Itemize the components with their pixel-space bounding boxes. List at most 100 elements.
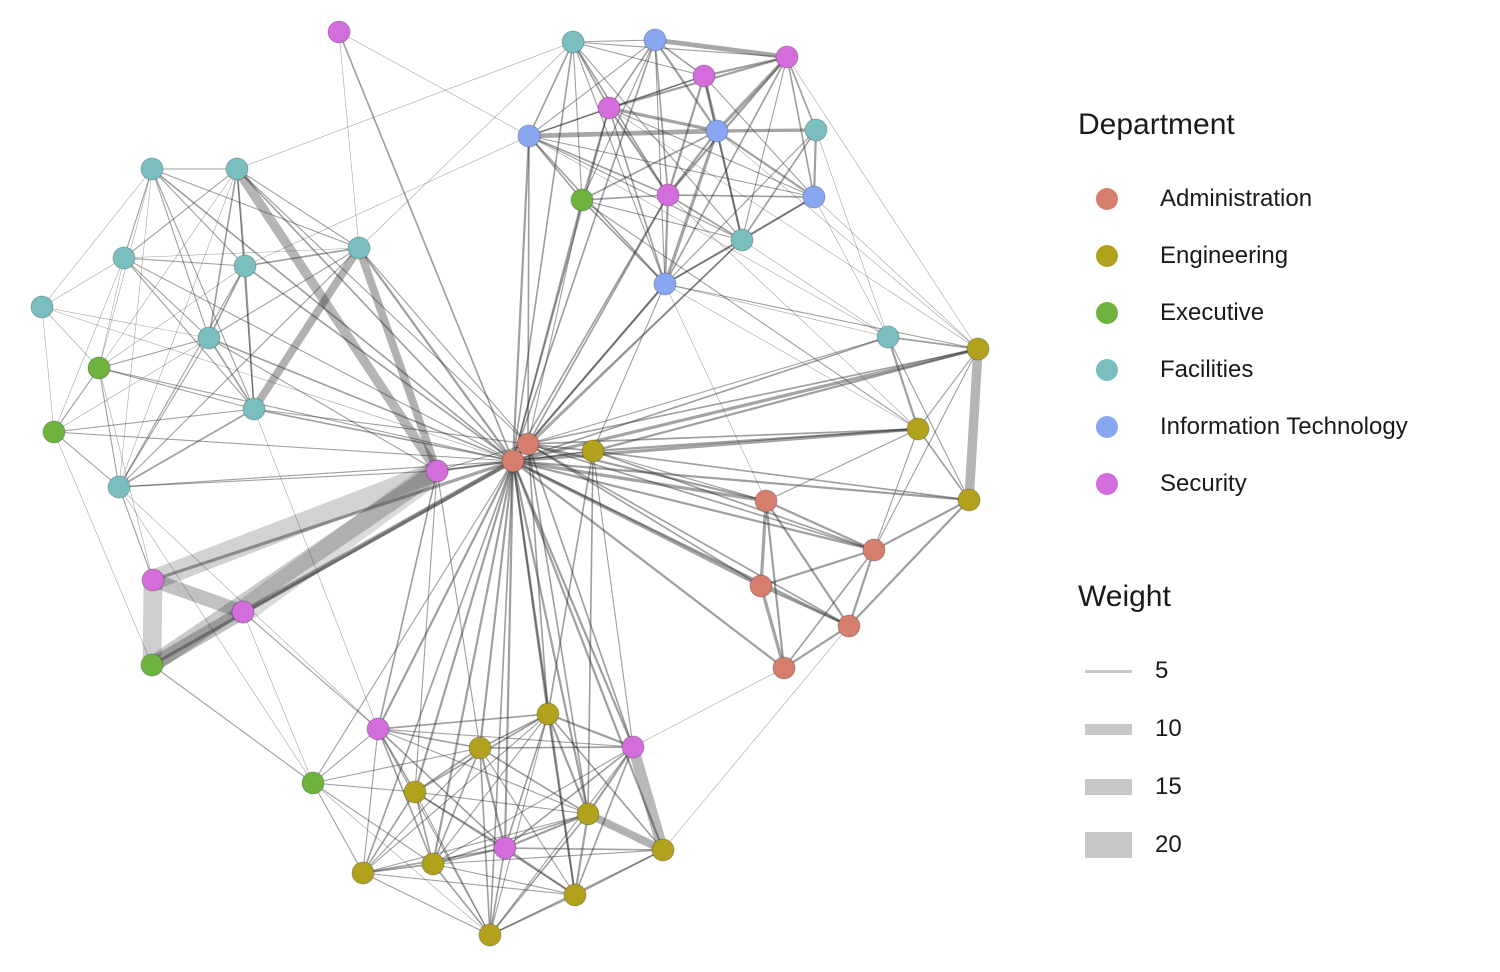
graph-edge [98,367,154,581]
graph-edge [786,56,817,131]
graph-node-engineering [421,852,445,876]
graph-edge [666,55,789,197]
graph-edge [504,746,634,849]
graph-edge [591,347,980,453]
graph-edge [432,713,549,865]
graph-edge [917,428,970,501]
graph-edge [312,782,434,865]
graph-edge [98,265,246,369]
graph-edge [572,39,656,43]
weight-5-swatch [1085,669,1132,673]
graph-node-engineering [957,488,981,512]
graph-edge [667,194,815,198]
graph-node-security [366,717,390,741]
graph-edge [358,41,574,249]
graph-edge [741,196,815,241]
graph-edge [414,470,438,793]
graph-edge [98,367,120,488]
graph-edge [362,747,481,874]
graph-edge [489,847,506,936]
legend-item-label: Facilities [1160,355,1254,383]
graph-edge [53,431,120,488]
graph-edge [362,872,491,936]
graph-edge [151,168,360,249]
weight-legend-title: Weight [1078,580,1171,613]
graph-edge [528,135,815,198]
graph-edge [573,812,590,897]
graph-edge [741,239,889,338]
graph-edge [511,427,920,463]
graph-edge [53,257,125,433]
graph-edge [479,747,576,896]
graph-node-facilities [233,254,257,278]
graph-edge [581,199,666,285]
graph-node-engineering [651,838,675,862]
graph-edge [527,348,979,445]
graph-edge [572,41,743,241]
graph-edge [591,427,920,453]
graph-edge [574,746,634,896]
graph-edge [528,135,669,196]
graph-edge [377,728,506,849]
graph-edge [654,39,669,196]
graph-edge [511,459,577,897]
graph-edge [362,460,514,874]
graph-edge [786,56,815,198]
graph-edge [527,194,669,445]
graph-edge [151,168,255,410]
graph-edge [584,810,667,854]
executive-color-dot [1096,301,1118,324]
graph-edge [759,499,768,588]
graph-edge [512,336,889,462]
graph-edge [312,782,416,793]
graph-edge [664,283,767,502]
graph-edge [414,791,589,815]
graph-edge [503,459,515,850]
graph-edge [312,747,481,784]
graph-edge [581,194,669,201]
graph-edge [741,56,788,241]
administration-color-dot [1096,187,1118,210]
graph-edge [887,336,970,501]
engineering-color-dot [1096,244,1118,267]
graph-edge [608,75,705,109]
graph-edge [355,244,441,475]
graph-edge [511,459,550,716]
graph-edge [118,486,314,784]
graph-edge [142,460,448,591]
graph-edge [253,408,514,462]
weight-item-label: 5 [1155,657,1169,684]
graph-edge [208,337,438,472]
graph-edge [608,107,979,350]
graph-edge [917,348,979,430]
graph-edge [527,443,549,715]
graph-edge [815,129,889,338]
graph-edge [703,75,815,198]
graph-edge [512,107,610,462]
graph-edge [362,791,416,874]
graph-node-information-technology [705,119,729,143]
graph-edge [528,135,583,201]
graph-node-security [425,459,449,483]
graph-edge [413,459,515,794]
graph-edge [489,813,589,936]
graph-node-facilities [804,118,828,142]
graph-edge [527,336,889,445]
graph-edge [377,728,491,936]
weight-item-5: 5 [1078,642,1182,700]
weight-legend: Weight 5 10 15 20 [1078,580,1182,874]
graph-node-facilities [876,325,900,349]
graph-edge [312,728,379,784]
graph-edge [608,107,666,285]
graph-edge [703,75,743,241]
facilities-color-dot [1096,358,1118,381]
security-color-dot [1096,472,1118,495]
graph-edge [98,367,514,462]
graph-edge [528,135,743,241]
graph-node-engineering [403,780,427,804]
graph-node-engineering [478,923,502,947]
graph-edge [511,459,635,749]
graph-edge [123,168,238,259]
graph-edge [98,367,255,410]
graph-edge [231,459,449,624]
